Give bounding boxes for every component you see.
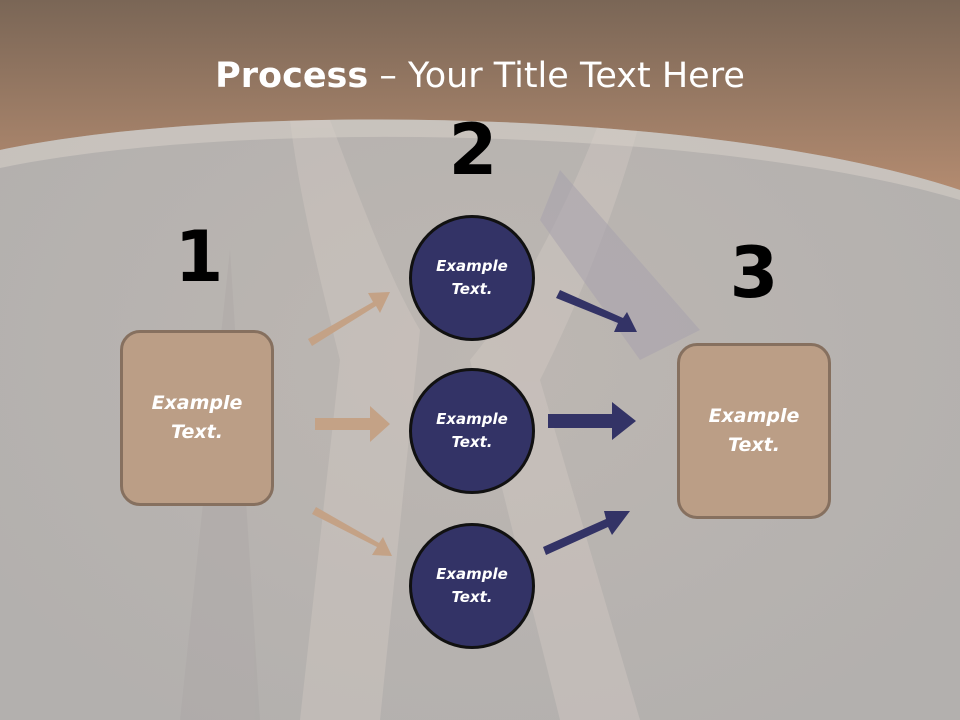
circle-3: Example Text. xyxy=(409,523,535,649)
step-3-text-line2: Text. xyxy=(728,434,780,456)
step-3-box: Example Text. xyxy=(677,343,831,519)
title-banner xyxy=(0,0,960,190)
title-bold: Process xyxy=(215,56,369,96)
step-number-2: 2 xyxy=(448,109,498,191)
circle-3-text-line1: Example xyxy=(436,565,508,583)
step-number-1: 1 xyxy=(174,216,224,298)
page-title: Process – Your Title Text Here xyxy=(0,54,960,98)
step-number-3: 3 xyxy=(729,232,779,314)
tan-arrow-up xyxy=(308,292,390,346)
navy-arrow-up xyxy=(543,511,630,555)
step-1-text-line1: Example xyxy=(151,392,243,414)
step-1-text-line2: Text. xyxy=(171,421,223,443)
circle-1-text-line1: Example xyxy=(436,257,508,275)
tan-arrow-down xyxy=(312,507,392,556)
circle-3-text-line2: Text. xyxy=(451,588,493,606)
step-1-box: Example Text. xyxy=(120,330,274,506)
circle-2-text-line1: Example xyxy=(436,410,508,428)
banner-highlight xyxy=(0,119,960,200)
tan-arrow-middle xyxy=(315,406,390,442)
circle-1-text-line2: Text. xyxy=(451,280,493,298)
circle-2: Example Text. xyxy=(409,368,535,494)
navy-arrow-down xyxy=(556,290,637,332)
circle-1: Example Text. xyxy=(409,215,535,341)
title-rest: – Your Title Text Here xyxy=(368,56,745,96)
step-3-text-line1: Example xyxy=(708,405,800,427)
navy-arrow-middle xyxy=(548,402,636,440)
circle-2-text-line2: Text. xyxy=(451,433,493,451)
